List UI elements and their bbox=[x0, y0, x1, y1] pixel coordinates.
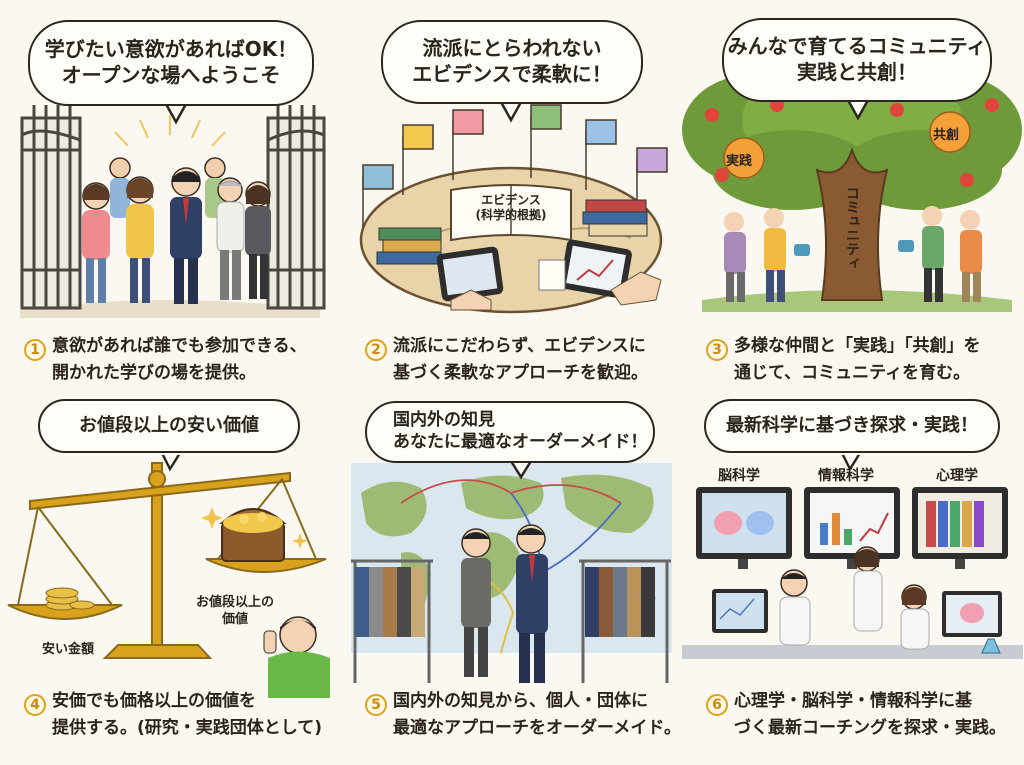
bubble-line: 最新科学に基づき探求・実践！ bbox=[726, 415, 978, 437]
caption-line: 最適なアプローチをオーダーメイド。 bbox=[393, 718, 681, 739]
caption-line: 意欲があれば誰でも参加できる、 bbox=[52, 336, 307, 356]
tree-label-practice: 実践 bbox=[726, 154, 753, 169]
speech-bubble: 最新科学に基づき探求・実践！ bbox=[704, 399, 1000, 453]
panel-number-badge: 5 bbox=[365, 694, 387, 717]
coins bbox=[45, 587, 95, 611]
panel-science: 脳科学 情報科学 心理学 最新科学に基づき探求・実践！ 6 心理学・脳科学・情報科… bbox=[682, 383, 1023, 765]
bubble-line: 学びたい意欲があればOK！ bbox=[44, 37, 298, 62]
thumbs-up-man bbox=[263, 616, 330, 698]
panel-number-badge: 2 bbox=[365, 339, 387, 362]
panel-number-badge: 1 bbox=[24, 339, 46, 362]
caption: 5 国内外の知見から、個人・団体に 最適なアプローチをオーダーメイド。 bbox=[365, 689, 681, 741]
caption-line: 国内外の知見から、個人・団体に bbox=[393, 691, 648, 711]
gate-left bbox=[20, 105, 82, 310]
panel-community: 実践 共創 コミュニティ みんなで育てるコミュニティ 実践と共創！ 3 多様な仲間… bbox=[682, 0, 1023, 383]
tablets bbox=[436, 239, 632, 302]
caption-line: 基づく柔軟なアプローチを歓迎。 bbox=[393, 363, 648, 384]
caption: 3 多様な仲間と「実践」「共創」を 通じて、コミュニティを育む。 bbox=[706, 334, 981, 386]
bubble-line: 実践と共創！ bbox=[797, 60, 917, 84]
caption: 2 流派にこだわらず、エビデンスに 基づく柔軟なアプローチを歓迎。 bbox=[365, 334, 648, 386]
treasure-chest bbox=[219, 508, 287, 562]
caption-line: 安価でも価格以上の価値を bbox=[52, 691, 256, 711]
science-lab-illustration bbox=[682, 449, 1023, 659]
bubble-line: みんなで育てるコミュニティ bbox=[727, 34, 987, 59]
panel-number-badge: 3 bbox=[706, 339, 728, 362]
caption-line: 流派にこだわらず、エビデンスに bbox=[393, 336, 646, 356]
balance-scale bbox=[7, 462, 327, 659]
tree-label-community: コミュニティ bbox=[844, 186, 860, 270]
speech-bubble: みんなで育てるコミュニティ 実践と共創！ bbox=[722, 18, 992, 102]
panel-number-badge: 4 bbox=[24, 694, 46, 717]
bubble-line: 国内外の知見 bbox=[393, 410, 495, 431]
caption-line: 心理学・脳科学・情報科学に基 bbox=[734, 691, 972, 711]
tree-label-cocreation: 共創 bbox=[933, 128, 960, 143]
monitor-label-psychology: 心理学 bbox=[936, 468, 978, 484]
panel-open-learning: 学びたい意欲があればOK！ オープンな場へようこそ 1 意欲があれば誰でも参加でき… bbox=[0, 0, 341, 383]
book-label: エビデンス (科学的根拠) bbox=[475, 193, 547, 222]
monitor-label-informatics: 情報科学 bbox=[818, 468, 874, 484]
apples bbox=[705, 98, 999, 187]
caption-line: づく最新コーチングを探求・実践。 bbox=[734, 718, 1006, 739]
scale-label-cheap: 安い金額 bbox=[42, 642, 95, 657]
caption-line: 開かれた学びの場を提供。 bbox=[52, 363, 256, 384]
gate-right bbox=[266, 105, 326, 310]
bubble-line: あなたに最適なオーダーメイド！ bbox=[393, 432, 648, 452]
caption: 6 心理学・脳科学・情報科学に基 づく最新コーチングを探求・実践。 bbox=[706, 689, 1006, 741]
scale-label-value: お値段以上の 価値 bbox=[196, 595, 275, 627]
discipline-flags bbox=[362, 104, 668, 228]
caption: 1 意欲があれば誰でも参加できる、 開かれた学びの場を提供。 bbox=[24, 334, 307, 386]
bubble-line: エビデンスで柔軟に！ bbox=[412, 62, 612, 86]
speech-bubble: お値段以上の安い価値 bbox=[38, 399, 300, 453]
monitor-psychology bbox=[912, 487, 1008, 569]
panel-number-badge: 6 bbox=[706, 694, 728, 717]
tailor-and-customer bbox=[461, 524, 548, 683]
tailor-map-illustration bbox=[351, 457, 672, 683]
monitor-label-neuroscience: 脳科学 bbox=[718, 468, 760, 484]
clothing-rack-right bbox=[579, 559, 671, 683]
speech-bubble: 国内外の知見 あなたに最適なオーダーメイド！ bbox=[365, 401, 655, 463]
bubble-line: オープンな場へようこそ bbox=[61, 63, 281, 87]
balance-scale-illustration bbox=[7, 449, 330, 698]
caption: 4 安価でも価格以上の価値を 提供する。(研究・実践団体として) bbox=[24, 689, 322, 741]
speech-bubble: 流派にとらわれない エビデンスで柔軟に！ bbox=[381, 20, 643, 104]
bubble-line: 流派にとらわれない bbox=[422, 36, 602, 61]
speech-bubble: 学びたい意欲があればOK！ オープンな場へようこそ bbox=[28, 20, 314, 106]
open-gate-illustration bbox=[20, 100, 326, 318]
scientists bbox=[779, 546, 930, 650]
caption-line: 通じて、コミュニティを育む。 bbox=[734, 363, 971, 384]
gardeners bbox=[724, 206, 982, 302]
monitor-neuroscience bbox=[696, 487, 792, 569]
clothing-rack-left bbox=[351, 559, 433, 683]
crowd-people bbox=[82, 157, 271, 304]
panel-evidence: エビデンス (科学的根拠) 流派にとらわれない エビデンスで柔軟に！ 2 流派にこ… bbox=[341, 0, 682, 383]
panel-value: 安い金額 お値段以上の 価値 お値段以上の安い価値 4 安価でも価格以上の価値を … bbox=[0, 383, 341, 765]
bubble-line: お値段以上の安い価値 bbox=[79, 415, 259, 437]
evidence-table-illustration bbox=[359, 98, 668, 314]
panel-custom-order: 国内外の知見 あなたに最適なオーダーメイド！ 5 国内外の知見から、個人・団体に … bbox=[341, 383, 682, 765]
monitor-informatics bbox=[804, 487, 900, 569]
caption-line: 多様な仲間と「実践」「共創」を bbox=[734, 336, 981, 356]
caption-line: 提供する。(研究・実践団体として) bbox=[52, 718, 323, 739]
